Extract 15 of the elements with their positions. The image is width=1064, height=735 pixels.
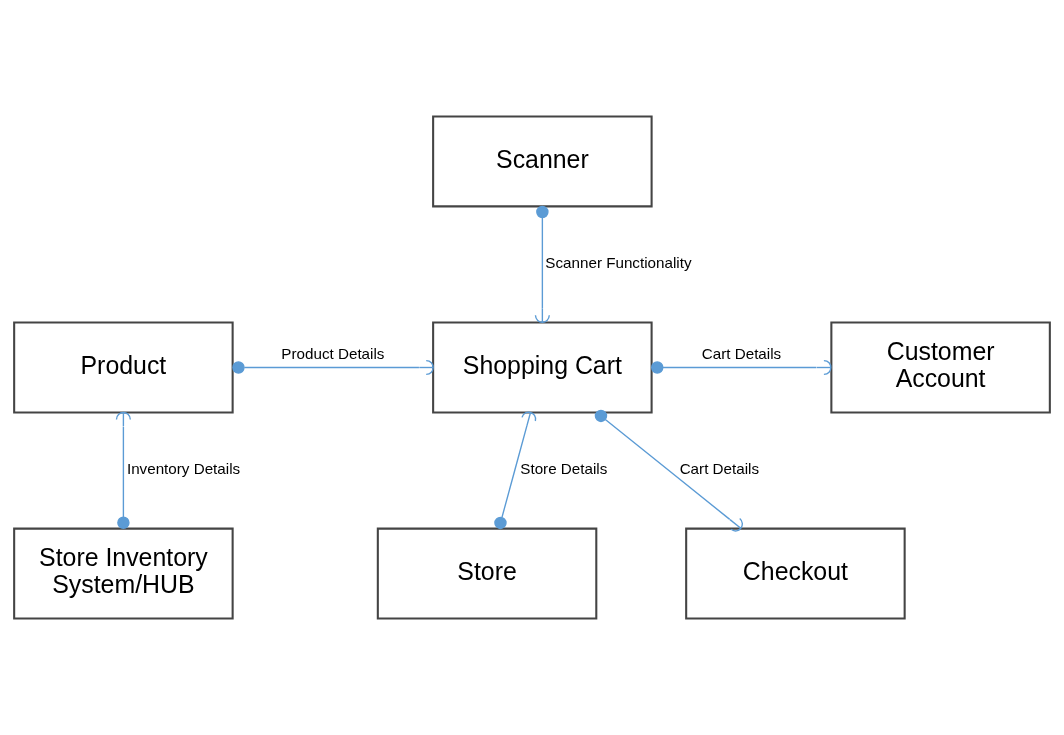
edge-label: Scanner Functionality — [545, 254, 692, 272]
edge-label: Cart Details — [679, 460, 760, 478]
node-box: Shopping Cart — [432, 321, 653, 414]
node-box: Checkout — [685, 527, 906, 620]
node-box: Store Inventory System/HUB — [13, 527, 234, 620]
connector — [594, 409, 744, 532]
node-box: Store — [376, 527, 598, 620]
connector — [494, 411, 537, 530]
edge-label: Product Details — [281, 344, 385, 362]
edge-label: Inventory Details — [126, 460, 241, 478]
edge-label: Cart Details — [701, 344, 782, 362]
node-box: Customer Account — [830, 321, 1051, 414]
node-box: Product — [13, 321, 234, 414]
edge-label: Store Details — [520, 460, 608, 478]
node-box: Scanner — [432, 115, 653, 208]
